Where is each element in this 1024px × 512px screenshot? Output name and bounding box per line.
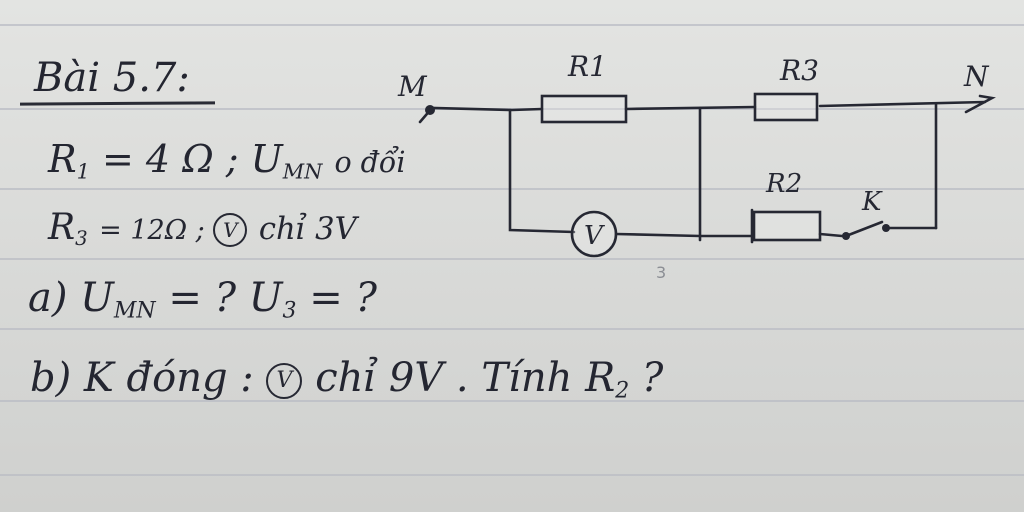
voltmeter-reading: chỉ 3V	[258, 212, 357, 247]
umn-question: = ?	[168, 275, 249, 321]
ruled-line	[0, 188, 1024, 190]
stray-mark: 3	[656, 263, 666, 282]
r2-question: ?	[641, 355, 664, 401]
n-terminal-arrow	[964, 94, 996, 114]
voltmeter-right-wire	[614, 232, 702, 238]
r3-resistor	[753, 92, 819, 122]
voltmeter-letter: V	[223, 218, 238, 242]
question-a-prefix: a)	[28, 275, 81, 321]
question-a: a) UMN = ? U3 = ?	[28, 278, 377, 323]
m-terminal-dot	[425, 105, 435, 115]
switch-blade	[844, 220, 884, 238]
umn-symbol: U	[250, 137, 283, 181]
top-wire-r3-n	[818, 100, 987, 108]
given-line-1: R1 = 4 Ω ; UMN o đổi	[48, 140, 405, 182]
node-m-label: M	[397, 70, 428, 103]
r3-label: R3	[779, 54, 819, 87]
problem-title: Bài 5.7:	[34, 55, 190, 101]
voltmeter-symbol: V	[213, 213, 248, 247]
r1-value: = 4 Ω ;	[102, 137, 251, 181]
r1-resistor	[540, 94, 628, 124]
umn-note: o đổi	[334, 146, 406, 179]
umn-symbol: U	[80, 275, 114, 321]
ruled-line	[0, 474, 1024, 476]
switch-label: K	[861, 187, 883, 217]
r3-symbol: R	[48, 207, 76, 248]
r1-label: R1	[567, 50, 607, 83]
node-n-label: N	[963, 60, 990, 93]
voltmeter-label: V	[584, 221, 605, 251]
voltmeter-left-wire	[508, 108, 576, 234]
given-line-2: R3 = 12Ω ; V chỉ 3V	[48, 210, 357, 249]
voltmeter-reading: chỉ 9V . Tính	[315, 355, 586, 401]
ruled-line	[0, 328, 1024, 330]
ruled-line	[0, 258, 1024, 260]
u3-symbol: U	[248, 275, 283, 321]
top-wire-m	[418, 106, 544, 124]
umn-subscript: MN	[282, 159, 323, 184]
voltmeter-letter: V	[276, 368, 293, 393]
question-b: b) K đóng : V chỉ 9V . Tính R2 ?	[30, 358, 663, 403]
r1-symbol: R	[48, 137, 77, 181]
r2-subscript: 2	[615, 378, 630, 404]
r2-resistor	[752, 210, 822, 242]
u3-subscript: 3	[282, 298, 297, 324]
question-b-prefix: b) K đóng :	[30, 355, 267, 401]
r3-subscript: 3	[75, 226, 88, 250]
umn-subscript: MN	[113, 298, 156, 324]
ruled-line	[0, 400, 1024, 402]
r1-subscript: 1	[76, 159, 90, 184]
r2-right-wire	[818, 232, 844, 238]
u3-question: = ?	[309, 275, 377, 321]
ruled-line	[0, 24, 1024, 26]
r2-label: R2	[765, 169, 802, 199]
r2-symbol: R	[585, 355, 616, 401]
top-wire-r1-r3	[624, 105, 757, 111]
r3-value: = 12Ω ;	[99, 215, 214, 246]
voltmeter-symbol: V	[266, 363, 303, 399]
